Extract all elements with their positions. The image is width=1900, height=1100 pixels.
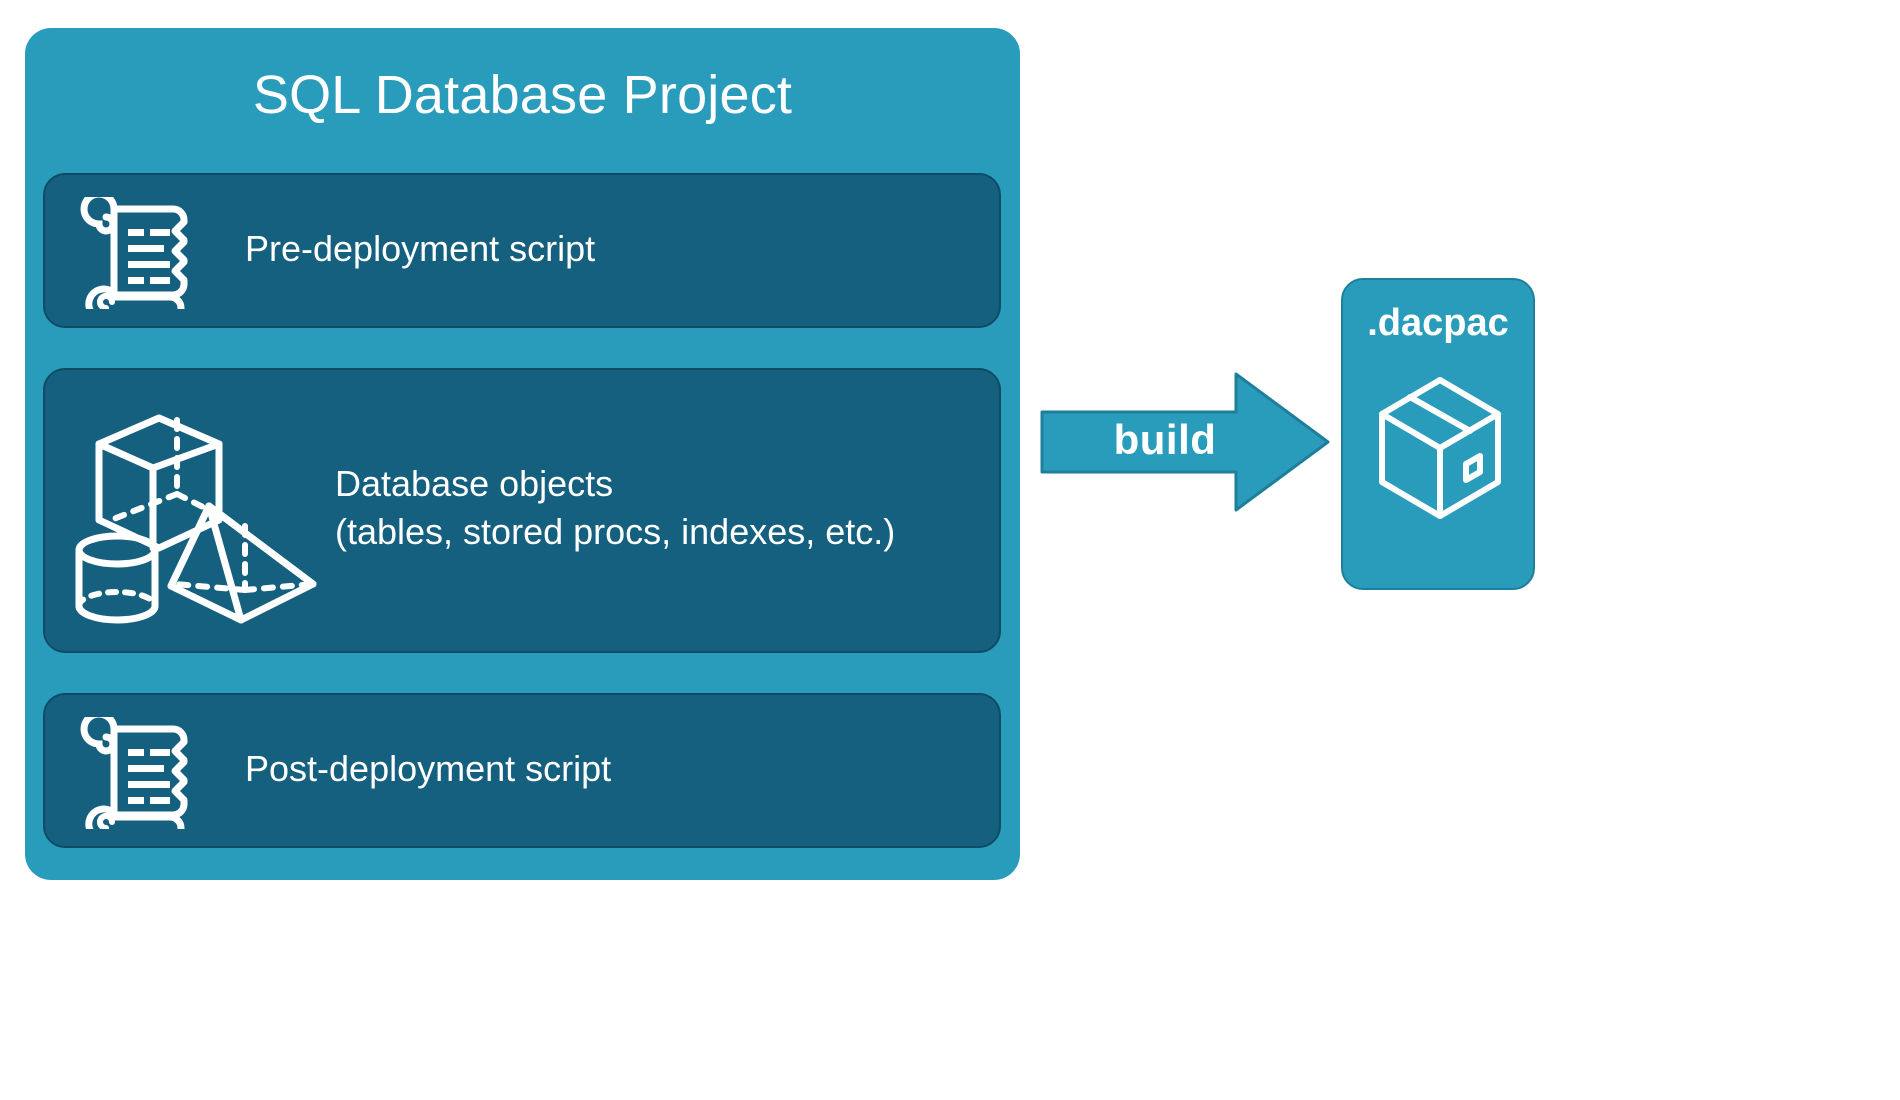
shapes-icon (63, 398, 323, 638)
panel-post-deployment-label: Post-deployment script (245, 748, 612, 789)
arrow-right-icon (1040, 372, 1330, 512)
dacpac-output-card[interactable]: .dacpac (1341, 278, 1535, 590)
panel-pre-deployment-script[interactable]: Pre-deployment script (43, 173, 1001, 328)
scroll-icon (73, 710, 198, 843)
panel-database-objects[interactable]: Database objects (tables, stored procs, … (43, 368, 1001, 653)
panel-post-deployment-script[interactable]: Post-deployment script (43, 693, 1001, 848)
panel-database-objects-label: Database objects (tables, stored procs, … (335, 463, 896, 552)
build-label: build (1113, 416, 1217, 463)
dacpac-label: .dacpac (1367, 302, 1509, 344)
panel-pre-deployment-label: Pre-deployment script (245, 228, 596, 269)
sql-database-project-container: SQL Database Project (25, 28, 1020, 880)
package-box-icon (1374, 368, 1506, 533)
page-title: SQL Database Project (252, 65, 793, 125)
scroll-icon (73, 190, 198, 323)
build-arrow: build (1040, 372, 1330, 512)
